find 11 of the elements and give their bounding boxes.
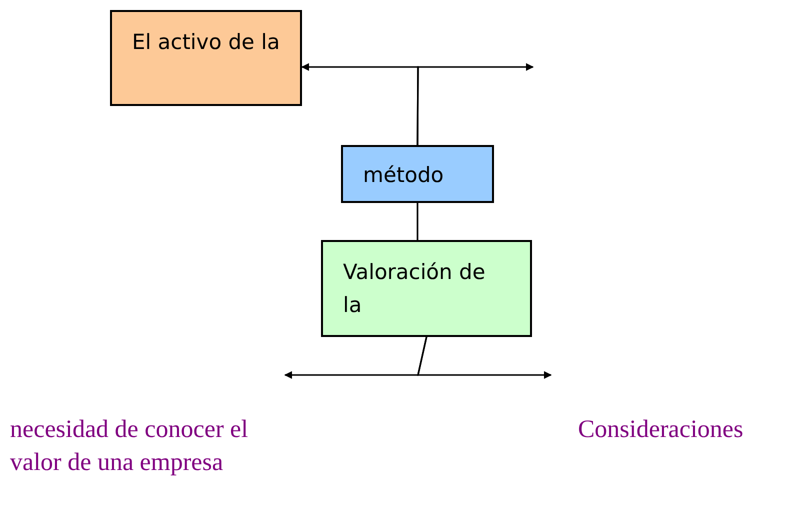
box-text: método — [363, 162, 445, 189]
process-box — [321, 240, 532, 337]
box-text: Valoración de la — [343, 259, 486, 319]
box-text: El activo de la — [132, 29, 280, 56]
connector-line — [416, 203, 418, 240]
note-text: necesidad de conocer el valor de una empresa — [10, 415, 250, 478]
note-text: Consideraciones — [578, 415, 744, 445]
process-box — [341, 145, 494, 203]
process-box — [110, 10, 302, 106]
arrow — [417, 336, 552, 379]
arrow — [416, 63, 534, 145]
